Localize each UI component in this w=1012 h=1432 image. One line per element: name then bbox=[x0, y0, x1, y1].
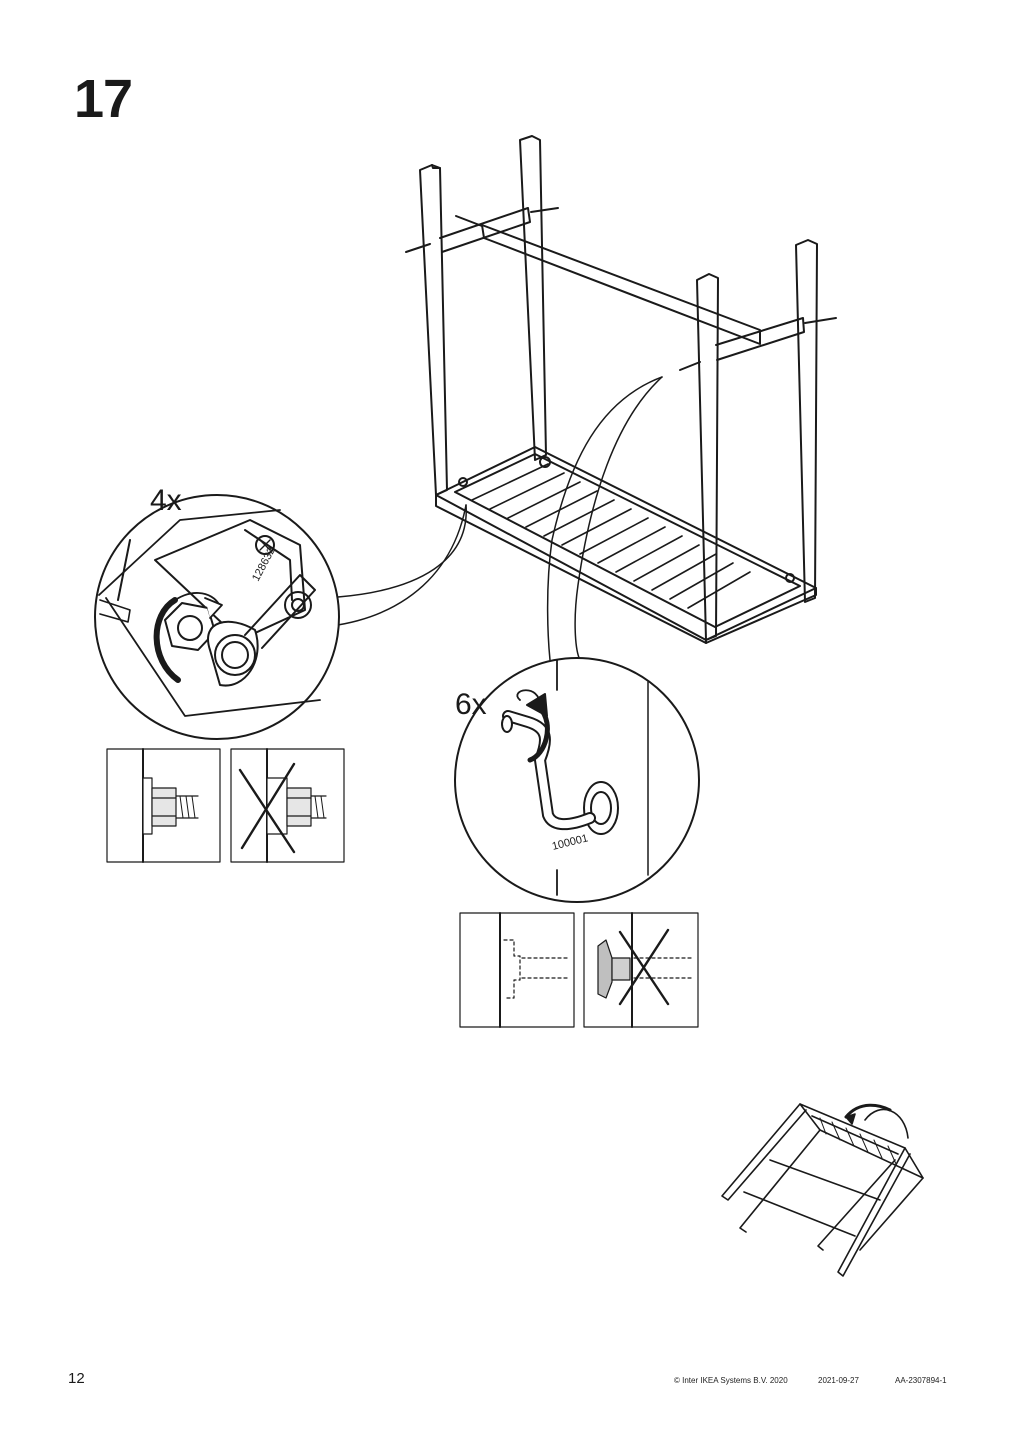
screw-correct-panel bbox=[459, 912, 575, 1028]
callout-screw bbox=[546, 376, 663, 661]
footer-copyright: © Inter IKEA Systems B.V. 2020 bbox=[674, 1376, 788, 1385]
screw-incorrect-panel bbox=[583, 912, 699, 1028]
bolt-incorrect-panel bbox=[230, 748, 345, 863]
step-number: 17 bbox=[74, 69, 133, 129]
bolt-detail bbox=[94, 494, 340, 740]
bolt-correct-panel bbox=[106, 748, 221, 863]
shelf-frame bbox=[405, 135, 837, 644]
bolt-quantity: 4x bbox=[150, 484, 182, 517]
footer-doc-id: AA-2307894-1 bbox=[895, 1376, 947, 1385]
screw-quantity: 6x bbox=[455, 688, 487, 721]
screw-detail bbox=[454, 657, 700, 903]
callout-bolt bbox=[299, 504, 467, 598]
flip-illustration bbox=[721, 1103, 924, 1277]
page-number: 12 bbox=[68, 1370, 85, 1387]
footer-date: 2021-09-27 bbox=[818, 1376, 859, 1385]
